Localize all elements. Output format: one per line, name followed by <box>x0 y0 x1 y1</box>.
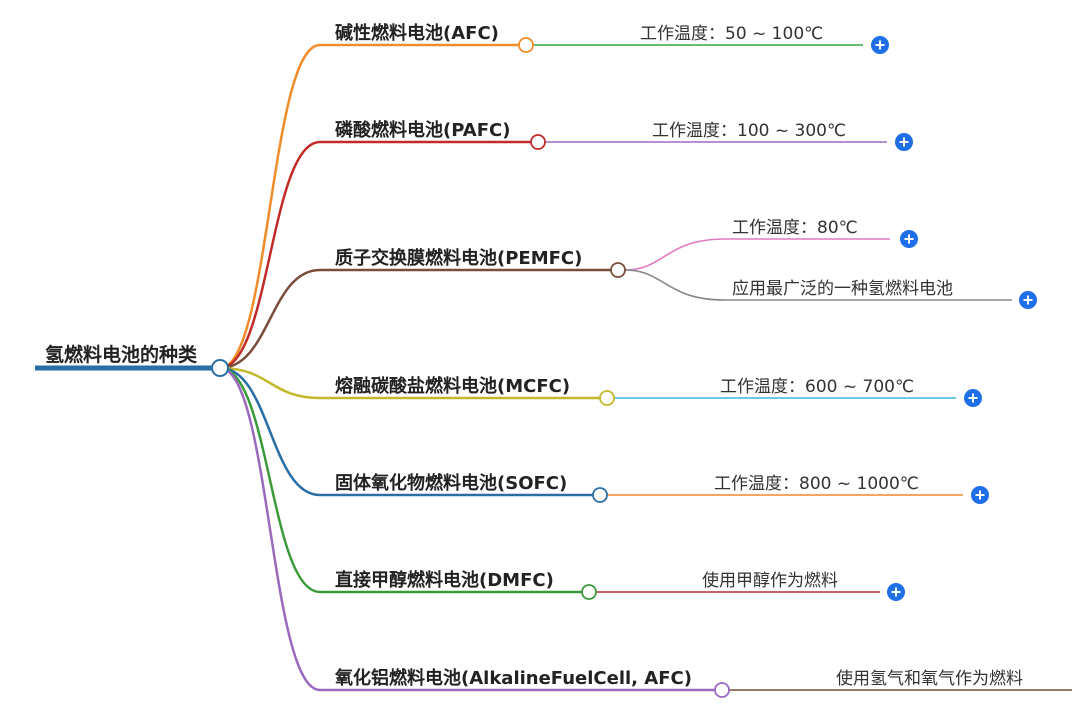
leaf-label: 工作温度：50 ~ 100℃ <box>640 24 823 44</box>
plus-circle-icon[interactable] <box>887 583 905 601</box>
plus-circle-icon[interactable] <box>895 133 913 151</box>
leaf-label: 工作温度：600 ~ 700℃ <box>720 377 914 397</box>
branch-toggle-node[interactable] <box>518 37 534 53</box>
branch-toggle-node[interactable] <box>530 134 546 150</box>
leaf-label: 工作温度：800 ~ 1000℃ <box>714 474 919 494</box>
plus-circle-icon[interactable] <box>900 230 918 248</box>
branch-connector <box>219 268 321 370</box>
plus-circle-icon[interactable] <box>1019 291 1037 309</box>
nodes: 碱性燃料电池(AFC) 工作温度：50 ~ 100℃ 磷酸燃料电池(PAFC) 工作温… <box>45 22 1037 698</box>
edges <box>35 43 1072 692</box>
root-toggle-node[interactable] <box>211 359 229 377</box>
plus-circle-icon[interactable] <box>964 389 982 407</box>
branch-label: 直接甲醇燃料电池(DMFC) <box>335 569 554 591</box>
branch-connector <box>219 366 321 594</box>
leaf-connector <box>624 238 890 271</box>
leaf-label: 使用氢气和氧气作为燃料 <box>836 668 1023 689</box>
branch-label: 熔融碳酸盐燃料电池(MCFC) <box>335 375 570 397</box>
leaf-connector <box>624 269 1012 301</box>
branch-connector <box>219 366 321 400</box>
branch-toggle-node[interactable] <box>599 390 615 406</box>
branch-connector <box>219 140 321 370</box>
branch-toggle-node[interactable] <box>581 584 597 600</box>
plus-circle-icon[interactable] <box>971 486 989 504</box>
branch-label: 固体氧化物燃料电池(SOFC) <box>335 472 567 494</box>
branch-label: 氧化铝燃料电池(AlkalineFuelCell, AFC) <box>334 667 692 689</box>
branch-label: 质子交换膜燃料电池(PEMFC) <box>335 247 582 269</box>
root-label: 氢燃料电池的种类 <box>45 343 197 366</box>
branch-label: 磷酸燃料电池(PAFC) <box>335 119 510 141</box>
branch-connector <box>219 366 321 497</box>
leaf-label: 应用最广泛的一种氢燃料电池 <box>732 279 953 299</box>
leaf-label: 工作温度：100 ~ 300℃ <box>652 121 846 141</box>
branch-label: 碱性燃料电池(AFC) <box>335 22 499 44</box>
branch-connector <box>219 366 321 692</box>
leaf-label: 工作温度：80℃ <box>732 218 858 238</box>
branch-toggle-node[interactable] <box>714 682 730 698</box>
branch-toggle-node[interactable] <box>592 487 608 503</box>
plus-circle-icon[interactable] <box>871 36 889 54</box>
branch-connector <box>219 43 321 370</box>
leaf-label: 使用甲醇作为燃料 <box>702 570 838 591</box>
branch-toggle-node[interactable] <box>610 262 626 278</box>
